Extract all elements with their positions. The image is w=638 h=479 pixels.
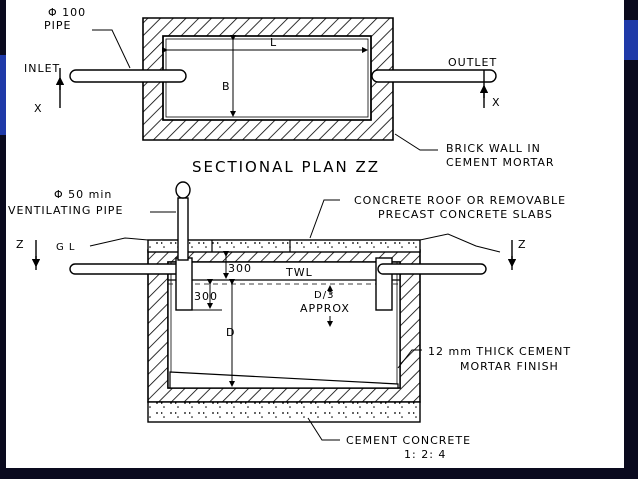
pipe-100-label-2: PIPE — [44, 19, 71, 32]
cement-concrete-base — [147, 401, 421, 423]
length-label: L — [270, 36, 277, 49]
dim-300-baffle-label: 300 — [194, 290, 218, 303]
vent-cowl — [175, 181, 191, 199]
twl-label: TWL — [285, 266, 313, 279]
brick-wall-label-2: CEMENT MORTAR — [446, 156, 555, 169]
plan-title: SECTIONAL PLAN ZZ — [192, 158, 380, 176]
mortar-label-1: 12 mm THICK CEMENT — [428, 345, 571, 358]
plan-inlet-pipe — [69, 69, 187, 83]
roof-slab — [147, 239, 421, 253]
mortar-leader — [397, 349, 422, 369]
concrete-label-1: CEMENT CONCRETE — [346, 434, 471, 447]
d-by-3-label: D/3 — [314, 290, 334, 301]
breadth-label: B — [222, 80, 231, 93]
mortar-floor — [169, 371, 399, 389]
mortar-label-2: MORTAR FINISH — [460, 360, 559, 373]
dim-300-top-label: 300 — [228, 262, 252, 275]
depth-label: D — [226, 326, 235, 339]
vent-label-2: VENTILATING PIPE — [8, 204, 123, 217]
section-view: Φ 50 min VENTILATING PIPE CONCRETE ROOF … — [8, 181, 571, 461]
section-inner-chamber — [167, 261, 401, 389]
inlet-label: INLET — [24, 62, 60, 75]
ground-right — [419, 233, 501, 253]
vent-label-1: Φ 50 min — [54, 188, 112, 201]
concrete-label-2: 1: 2: 4 — [404, 448, 446, 461]
concrete-leader — [307, 417, 340, 441]
section-x-right-label: X — [492, 96, 501, 109]
inlet-tee — [175, 257, 193, 311]
plan-view: Φ 100 PIPE INLET OUTLET X X L B BRICK WA… — [24, 6, 555, 176]
section-x-left-label: X — [34, 102, 43, 115]
right-accent-bar — [624, 20, 638, 60]
z-right-label: Z — [518, 238, 527, 251]
roof-label-2: PRECAST CONCRETE SLABS — [378, 208, 553, 221]
z-left-label: Z — [16, 238, 25, 251]
roof-label-1: CONCRETE ROOF OR REMOVABLE — [354, 194, 566, 207]
pipe-100-label-1: Φ 100 — [48, 6, 86, 19]
brick-wall-label-1: BRICK WALL IN — [446, 142, 541, 155]
vent-pipe — [177, 197, 189, 261]
ground-left — [89, 237, 149, 247]
pipe-100-leader — [92, 29, 131, 69]
ground-level-label: G L — [56, 242, 76, 253]
plan-outlet-pipe — [371, 69, 497, 83]
section-inlet-pipe — [69, 263, 191, 275]
approx-label: APPROX — [300, 302, 350, 315]
outlet-label: OUTLET — [448, 56, 497, 69]
section-outlet-pipe — [377, 263, 487, 275]
brick-wall-leader — [394, 133, 438, 151]
roof-leader — [309, 199, 340, 239]
